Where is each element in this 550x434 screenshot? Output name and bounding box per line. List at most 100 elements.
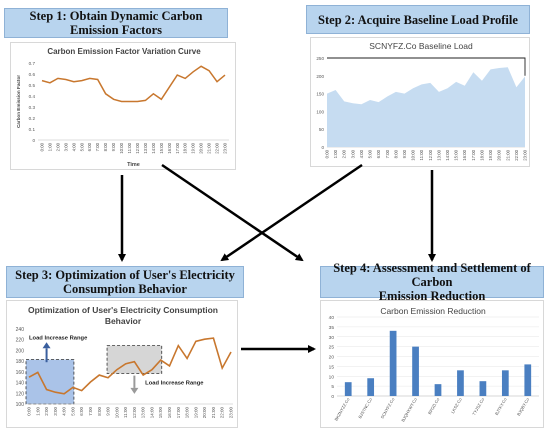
- chart1-xtick-label: 13:00: [143, 142, 148, 153]
- chart3-xtick-label: 20:00: [202, 407, 207, 419]
- step1-header: Step 1: Obtain Dynamic Carbon Emission F…: [4, 8, 228, 38]
- chart3-xtick-label: 9:00: [106, 407, 111, 416]
- chart3-blue-region: [25, 359, 75, 405]
- chart2-ytick-label: 100: [316, 109, 324, 114]
- chart4-bar: [479, 381, 487, 396]
- chart3-xtick-label: 15:00: [158, 407, 163, 419]
- arrow-step2-to-step3: [220, 163, 363, 262]
- chart2-xtick-label: 16:00: [462, 149, 467, 160]
- chart3-xtick-label: 23:00: [229, 407, 234, 419]
- chart4-bar: [389, 330, 397, 396]
- chart1-xtick-label: 18:00: [183, 142, 188, 153]
- chart1-ytick-label: 0.3: [29, 105, 36, 110]
- chart3-xtick-label: 13:00: [141, 407, 146, 419]
- chart2-xtick-label: 3:00: [350, 149, 355, 158]
- chart2-title: SCNYFZ.Co Baseline Load: [369, 41, 473, 51]
- arrow-step1-to-step4: [161, 163, 304, 262]
- chart1-xtick-label: 6:00: [87, 142, 92, 151]
- chart2-xtick-label: 22:00: [514, 149, 519, 160]
- chart1-xtick-label: 14:00: [151, 142, 156, 153]
- chart4-ytick-label: 15: [329, 364, 335, 370]
- chart4-ytick-label: 10: [329, 374, 335, 380]
- chart2-xtick-label: 10:00: [411, 149, 416, 160]
- chart3-xtick-label: 16:00: [167, 407, 172, 419]
- chart2-ytick-label: 150: [316, 92, 324, 97]
- chart1-ytick-label: 0.1: [29, 127, 36, 132]
- chart3-xtick-label: 5:00: [70, 407, 75, 416]
- step4-header: Step 4: Assessment and Settlement of Car…: [320, 261, 544, 303]
- chart3-xtick-label: 17:00: [176, 407, 181, 419]
- chart2-xtick-label: 15:00: [454, 149, 459, 160]
- chart3-xtick-label: 11:00: [123, 407, 128, 418]
- chart2-xtick-label: 19:00: [488, 149, 493, 160]
- chart1-xtick-label: 4:00: [71, 142, 76, 151]
- chart3-xtick-label: 0:00: [27, 407, 32, 416]
- chart1-xtick-label: 16:00: [167, 142, 172, 153]
- step3-title-line1: Step 3: Optimization of User's Electrici…: [15, 268, 235, 282]
- chart2-xtick-label: 23:00: [523, 149, 528, 160]
- step1-title: Step 1: Obtain Dynamic Carbon Emission F…: [29, 9, 203, 37]
- chart1-xtick-label: 1:00: [47, 142, 52, 151]
- chart2-xtick-label: 20:00: [497, 149, 502, 160]
- chart3-down-arrow-head: [130, 387, 139, 394]
- chart3-ytick-label: 140: [16, 381, 25, 387]
- chart3-xtick-label: 18:00: [185, 407, 190, 419]
- chart2-ytick-label: 50: [319, 127, 325, 132]
- chart4-ytick-label: 35: [329, 325, 335, 331]
- chart3-xtick-label: 1:00: [35, 407, 40, 416]
- chart2-xtick-label: 11:00: [419, 149, 424, 160]
- chart4-title: Carbon Emission Reduction: [380, 306, 486, 316]
- chart2-xtick-label: 17:00: [471, 149, 476, 160]
- chart2-xtick-label: 18:00: [479, 149, 484, 160]
- chart4-bar: [524, 364, 532, 396]
- chart3-ytick-label: 180: [16, 359, 25, 365]
- chart1-title: Carbon Emission Factor Variation Curve: [47, 47, 201, 56]
- chart1-ytick-label: 0.2: [29, 116, 36, 121]
- chart1-xtick-label: 23:00: [223, 142, 228, 153]
- step3-title-line2: Consumption Behavior: [63, 282, 187, 296]
- chart2-bracket: [327, 57, 526, 76]
- chart4-ytick-label: 20: [329, 355, 335, 361]
- chart1-xtick-label: 2:00: [55, 142, 60, 151]
- chart1-xlabel: Time: [127, 162, 140, 168]
- chart3-ytick-label: 240: [16, 327, 25, 333]
- chart1-ytick-label: 0.4: [29, 94, 36, 99]
- chart4-bar: [344, 382, 352, 396]
- chart3-xtick-label: 2:00: [44, 407, 49, 416]
- chart2-ytick-label: 250: [316, 56, 324, 61]
- chart1-xtick-label: 7:00: [95, 142, 100, 151]
- chart3-xtick-label: 10:00: [114, 407, 119, 419]
- chart3-xtick-label: 3:00: [53, 407, 58, 416]
- chart3-ytick-label: 220: [16, 338, 25, 344]
- chart2-xtick-label: 12:00: [428, 149, 433, 160]
- chart1-xtick-label: 3:00: [63, 142, 68, 151]
- chart1-ytick-label: 0: [32, 138, 35, 143]
- chart1-ytick-label: 0.5: [29, 83, 36, 88]
- chart4-ytick-label: 25: [329, 345, 335, 351]
- chart3-xtick-label: 12:00: [132, 407, 137, 419]
- chart3-up-arrow-head: [42, 342, 51, 349]
- chart3-title: Optimization of User's Electricity Consu…: [28, 305, 218, 326]
- chart3-xtick-label: 21:00: [211, 407, 216, 419]
- step3-header: Step 3: Optimization of User's Electrici…: [6, 266, 244, 298]
- chart3-ytick-label: 100: [16, 402, 25, 408]
- chart2-xtick-label: 7:00: [385, 149, 390, 158]
- chart4-bar: [412, 346, 419, 396]
- chart1-xtick-label: 5:00: [79, 142, 84, 151]
- chart3-xtick-label: 7:00: [88, 407, 93, 416]
- chart4-ytick-label: 0: [331, 394, 334, 400]
- chart2-xtick-label: 1:00: [333, 149, 338, 158]
- chart1-xtick-label: 12:00: [135, 142, 140, 153]
- chart1-xtick-label: 17:00: [175, 142, 180, 153]
- chart3-ytick-label: 200: [16, 348, 25, 354]
- chart1-xtick-label: 21:00: [207, 142, 212, 153]
- chart2-xtick-label: 13:00: [436, 149, 441, 160]
- chart2-xtick-label: 0:00: [325, 149, 330, 158]
- chart2-ytick-label: 200: [316, 74, 324, 79]
- chart4-bar: [434, 384, 442, 396]
- chart1-ylabel: Carbon Emission Factor: [16, 75, 21, 128]
